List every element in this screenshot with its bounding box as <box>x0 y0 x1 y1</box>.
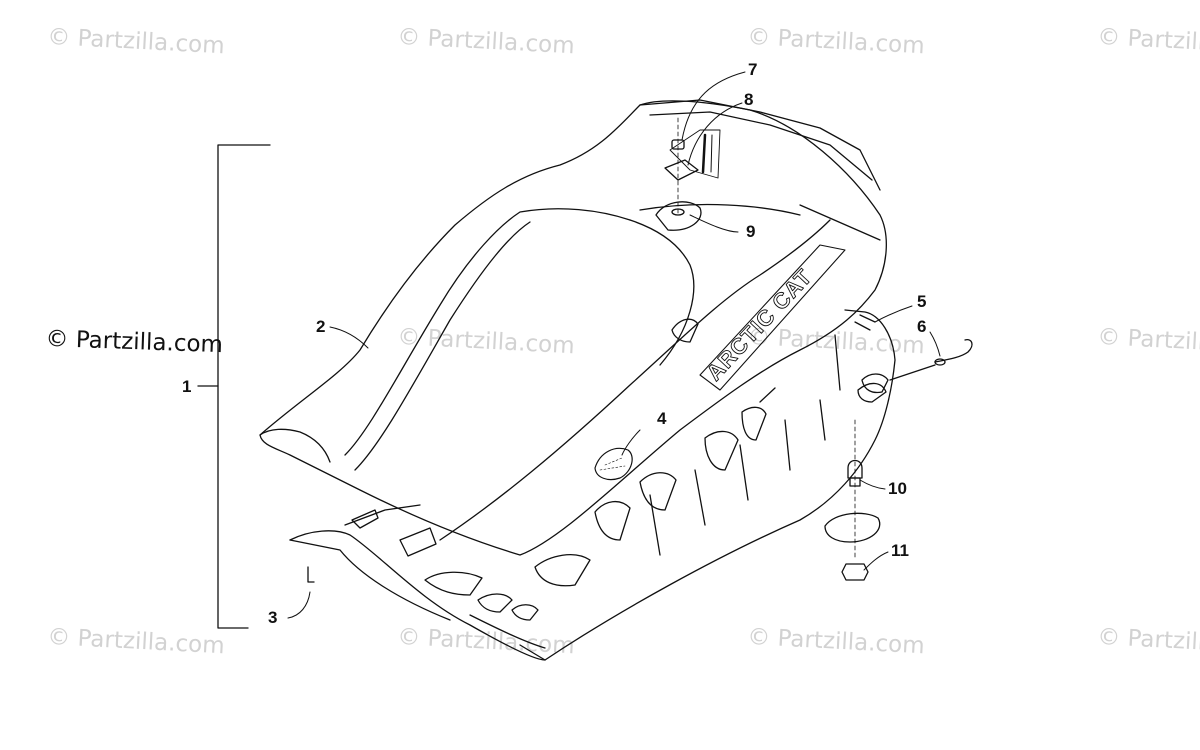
seat-logo: ARCTIC CAT <box>701 264 817 385</box>
callout-5: 5 <box>917 292 927 311</box>
callout-4: 4 <box>657 409 667 428</box>
callout-10: 10 <box>888 479 907 498</box>
callout-leaders <box>287 71 941 619</box>
callout-6: 6 <box>917 317 927 336</box>
callout-2: 2 <box>316 317 326 336</box>
seat-base <box>289 309 896 661</box>
assembly-bracket <box>197 144 271 629</box>
callout-9: 9 <box>746 222 756 241</box>
seat-cushion: ARCTIC CAT <box>259 99 887 556</box>
callout-7: 7 <box>748 60 758 79</box>
callout-1: 1 <box>182 377 192 396</box>
callout-3: 3 <box>268 608 278 627</box>
seat-mount-hardware <box>824 419 881 581</box>
callout-8: 8 <box>744 90 754 109</box>
callout-11: 11 <box>891 541 909 560</box>
seat-fastener-hardware <box>655 117 702 231</box>
seat-latch-cable <box>861 339 973 394</box>
